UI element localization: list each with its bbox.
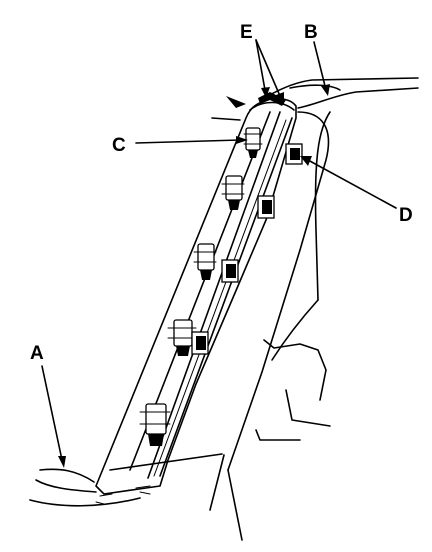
strip-clip-4 xyxy=(191,331,209,355)
callout-e-label: E xyxy=(240,22,253,43)
callout-c-label: C xyxy=(112,135,126,156)
callout-b-label: B xyxy=(304,22,318,43)
callout-labels: A B C D E xyxy=(30,22,413,364)
clip-5 xyxy=(139,403,171,446)
clip-1 xyxy=(243,127,263,158)
clip-3 xyxy=(193,243,217,280)
clip-row xyxy=(139,127,303,446)
vehicle-body xyxy=(29,77,419,541)
strip-clip-2 xyxy=(257,195,275,219)
leader-lines xyxy=(41,39,397,468)
strip-clip-3 xyxy=(221,259,239,283)
callout-a-label: A xyxy=(30,343,44,364)
strip-clip-1 xyxy=(285,143,303,165)
callout-d-label: D xyxy=(399,205,413,226)
pillar-trim-c xyxy=(95,92,297,495)
clip-2 xyxy=(221,175,245,210)
